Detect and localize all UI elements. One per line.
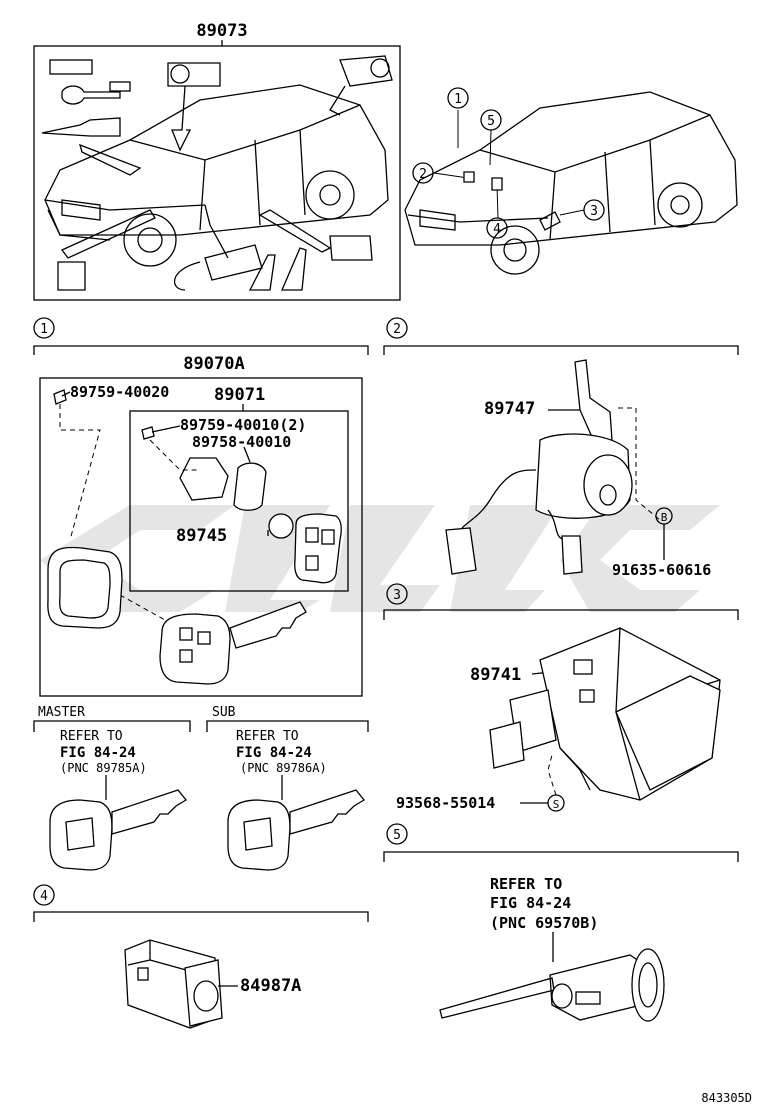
callout-marker-1: 1: [454, 92, 462, 107]
section-5-ref-line2: FIG 84-24: [490, 894, 571, 912]
sub-bracket: [206, 720, 369, 732]
sub-key-head: [227, 799, 291, 871]
sub-key-window: [243, 817, 273, 851]
section-3-marker: [386, 583, 408, 605]
overview-frame: [33, 45, 401, 301]
gasket-89758-40010: [179, 457, 229, 501]
section-2-marker: [386, 317, 408, 339]
part-89071: 89071: [214, 385, 265, 405]
part-89745: 89745: [176, 526, 227, 546]
section-3-number: 3: [393, 588, 401, 603]
master-key-head: [49, 799, 113, 871]
watermark-logo: [40, 505, 720, 612]
kit-frame: [39, 377, 363, 697]
dashed-screw-3: [547, 754, 557, 796]
master-ref-line1: REFER TO: [60, 729, 123, 744]
key-button-3: [179, 649, 193, 663]
part-91635-60616: 91635-60616: [612, 561, 711, 579]
callout-car-illustration: [404, 87, 738, 275]
section-4-marker: [33, 884, 55, 906]
key-cover-back: [47, 546, 123, 629]
transponder-amplifier-89747: [445, 359, 633, 575]
section-5-number: 5: [393, 828, 401, 843]
screw-89759-40010: [141, 426, 155, 440]
diagram-code: 843305D: [701, 1091, 752, 1105]
sub-key-blade: [289, 789, 365, 835]
section-4-number: 4: [40, 889, 48, 904]
part-93568-55014: 93568-55014: [396, 794, 495, 812]
section-1-number: 1: [40, 322, 48, 337]
sub-kit-frame: [129, 410, 349, 592]
dashed-assembly-2: [149, 439, 200, 471]
sub-ref-line1: REFER TO: [236, 729, 299, 744]
master-ref-line2: FIG 84-24: [60, 745, 136, 761]
dashed-assembly-1: [59, 404, 101, 541]
key-button-1: [179, 627, 193, 641]
screw-89759-40020: [53, 389, 67, 405]
master-ref-line3: (PNC 89785A): [60, 761, 147, 775]
button-2: [321, 529, 335, 545]
callout-marker-5: 5: [487, 114, 495, 129]
master-key-window: [65, 817, 95, 851]
button-3: [305, 555, 319, 571]
remote-keypad: [294, 513, 342, 584]
leader-89759-40010: [151, 425, 181, 433]
section-3-bracket: [383, 609, 739, 620]
key-head: [159, 613, 231, 685]
battery-89745: [268, 513, 294, 539]
key-button-2: [197, 631, 211, 645]
screw-tag-b: B: [661, 511, 668, 524]
master-key-blade: [111, 789, 187, 835]
callout-marker-2: 2: [419, 167, 427, 182]
section-1-marker: [33, 317, 55, 339]
part-89758-40010: 89758-40010: [192, 433, 291, 451]
screw-tag-s: S: [553, 798, 560, 811]
section-5-marker: [386, 823, 408, 845]
key-blade: [229, 601, 307, 649]
section-2-bracket: [383, 345, 739, 355]
cover-seal: [233, 462, 267, 511]
section-5-bracket: [383, 851, 739, 862]
sub-title: SUB: [212, 705, 236, 720]
dashed-screw-2: [618, 407, 661, 521]
key-cover-inner: [59, 559, 111, 619]
leader-89758-40010: [243, 446, 251, 463]
part-89759-40010: 89759-40010(2): [180, 416, 306, 434]
section-4-bracket: [33, 911, 369, 922]
master-bracket: [33, 720, 191, 732]
glove-box-lock-cylinder: [439, 948, 665, 1022]
overview-car-illustration: [41, 55, 393, 291]
part-89741: 89741: [470, 665, 521, 685]
kit-part-number: 89070A: [183, 354, 244, 374]
section-2-number: 2: [393, 322, 401, 337]
door-control-receiver-89741: [489, 627, 721, 801]
part-89747: 89747: [484, 399, 535, 419]
section-1-bracket: [33, 345, 369, 355]
button-1: [305, 527, 319, 543]
part-84987a: 84987A: [240, 976, 301, 996]
top-part-number: 89073: [196, 21, 247, 41]
sub-ref-line2: FIG 84-24: [236, 745, 312, 761]
callout-marker-4: 4: [493, 222, 501, 237]
leader-89759-40020: [61, 391, 71, 397]
section-5-ref-line1: REFER TO: [490, 875, 562, 893]
master-title: MASTER: [38, 705, 85, 720]
callout-marker-3: 3: [590, 204, 598, 219]
section-5-ref-line3: (PNC 69570B): [490, 914, 598, 932]
sub-ref-line3: (PNC 89786A): [240, 761, 327, 775]
part-89759-40020: 89759-40020: [70, 383, 169, 401]
switch-84987a: [124, 939, 223, 1029]
